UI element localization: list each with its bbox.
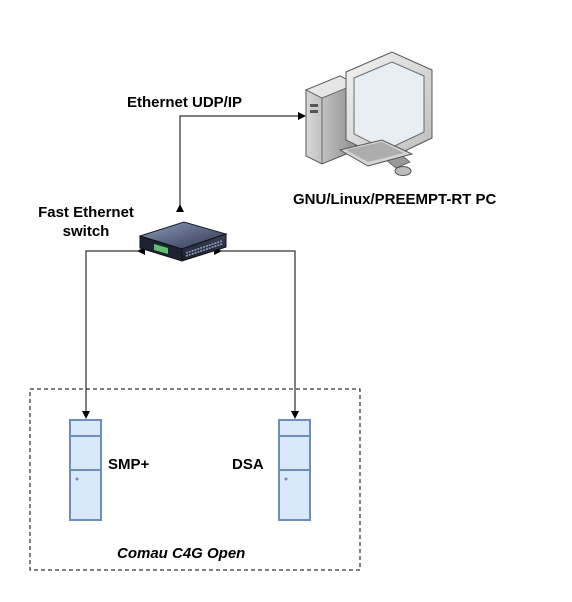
dsa-label: DSA bbox=[232, 456, 264, 473]
group-boundary bbox=[29, 388, 361, 571]
server-tower-icon-dsa bbox=[278, 419, 311, 521]
pc-label: GNU/Linux/PREEMPT-RT PC bbox=[293, 191, 497, 208]
connector-switch-pc bbox=[176, 112, 306, 212]
group-label: Comau C4G Open bbox=[117, 545, 246, 562]
switch-label-line1: Fast Ethernet bbox=[38, 204, 134, 221]
smp-label: SMP+ bbox=[108, 456, 150, 473]
server-tower-icon-smp bbox=[69, 419, 102, 521]
connector-switch-dsa bbox=[214, 247, 299, 419]
connector-switch-smp bbox=[82, 247, 145, 419]
ethernet-link-label: Ethernet UDP/IP bbox=[127, 94, 243, 111]
switch-label: Fast Ethernet switch bbox=[20, 203, 152, 241]
network-switch-icon bbox=[138, 221, 228, 262]
desktop-computer-icon bbox=[305, 51, 433, 176]
switch-label-line2: switch bbox=[62, 223, 110, 240]
